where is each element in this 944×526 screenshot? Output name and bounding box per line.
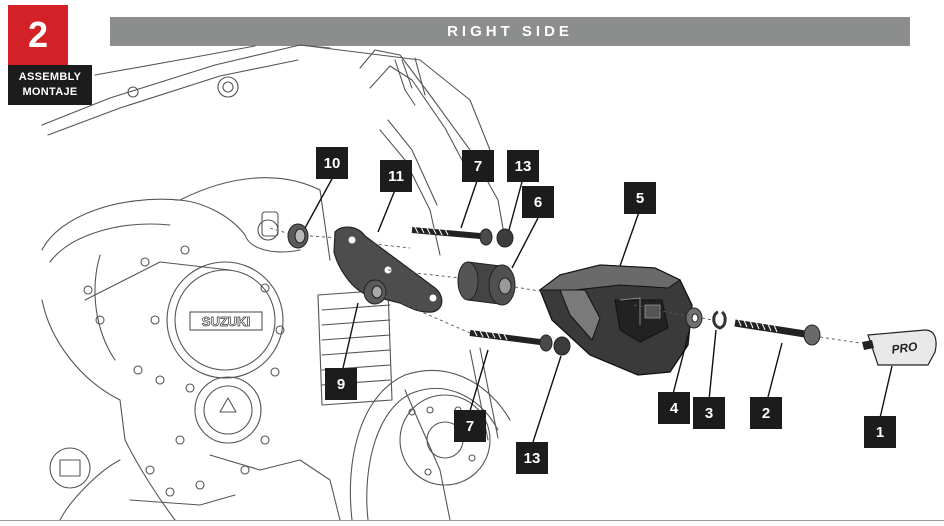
callout-leader-lines [304,176,893,443]
callout-13-upper: 13 [507,150,539,182]
callout-7-upper: 7 [462,150,494,182]
bolt-7-upper [411,226,493,246]
spring-washer-3 [712,310,727,330]
callout-1: 1 [864,416,896,448]
callout-13-lower: 13 [516,442,548,474]
side-banner: RIGHT SIDE [110,17,910,46]
spacer-10 [287,223,309,249]
engine-logo: SUZUKI [189,311,263,331]
svg-text:SUZUKI: SUZUKI [202,314,250,329]
step-caption: ASSEMBLY MONTAJE [8,65,92,105]
svg-text:PRO: PRO [891,339,919,357]
callout-2: 2 [750,397,782,429]
step-title-en: ASSEMBLY [18,71,82,83]
callout-7-lower: 7 [454,410,486,442]
parts: PRO [269,223,937,376]
callout-9: 9 [325,368,357,400]
bolt-2 [734,318,861,346]
callout-6: 6 [522,186,554,218]
spacer-9 [363,279,387,305]
slider-cap-1: PRO [862,329,937,366]
callout-3: 3 [693,397,725,429]
nut-13-upper [496,228,514,248]
callout-5: 5 [624,182,656,214]
step-number-badge: 2 [8,5,68,65]
bottom-divider [0,520,944,521]
callout-4: 4 [658,392,690,424]
step-title-es: MONTAJE [22,86,78,98]
frame-slider-5 [538,264,693,376]
mounting-plate-11 [333,226,443,313]
bolt-7-lower [469,329,553,352]
nut-13-lower [553,336,571,356]
engine-block [41,177,341,521]
callout-11: 11 [380,160,412,192]
front-wheel [349,347,511,521]
frame-tubes [41,44,491,151]
callout-10: 10 [316,147,348,179]
assembly-axis-lines [269,227,713,334]
spacer-6 [457,261,516,306]
washer-4 [685,307,703,329]
